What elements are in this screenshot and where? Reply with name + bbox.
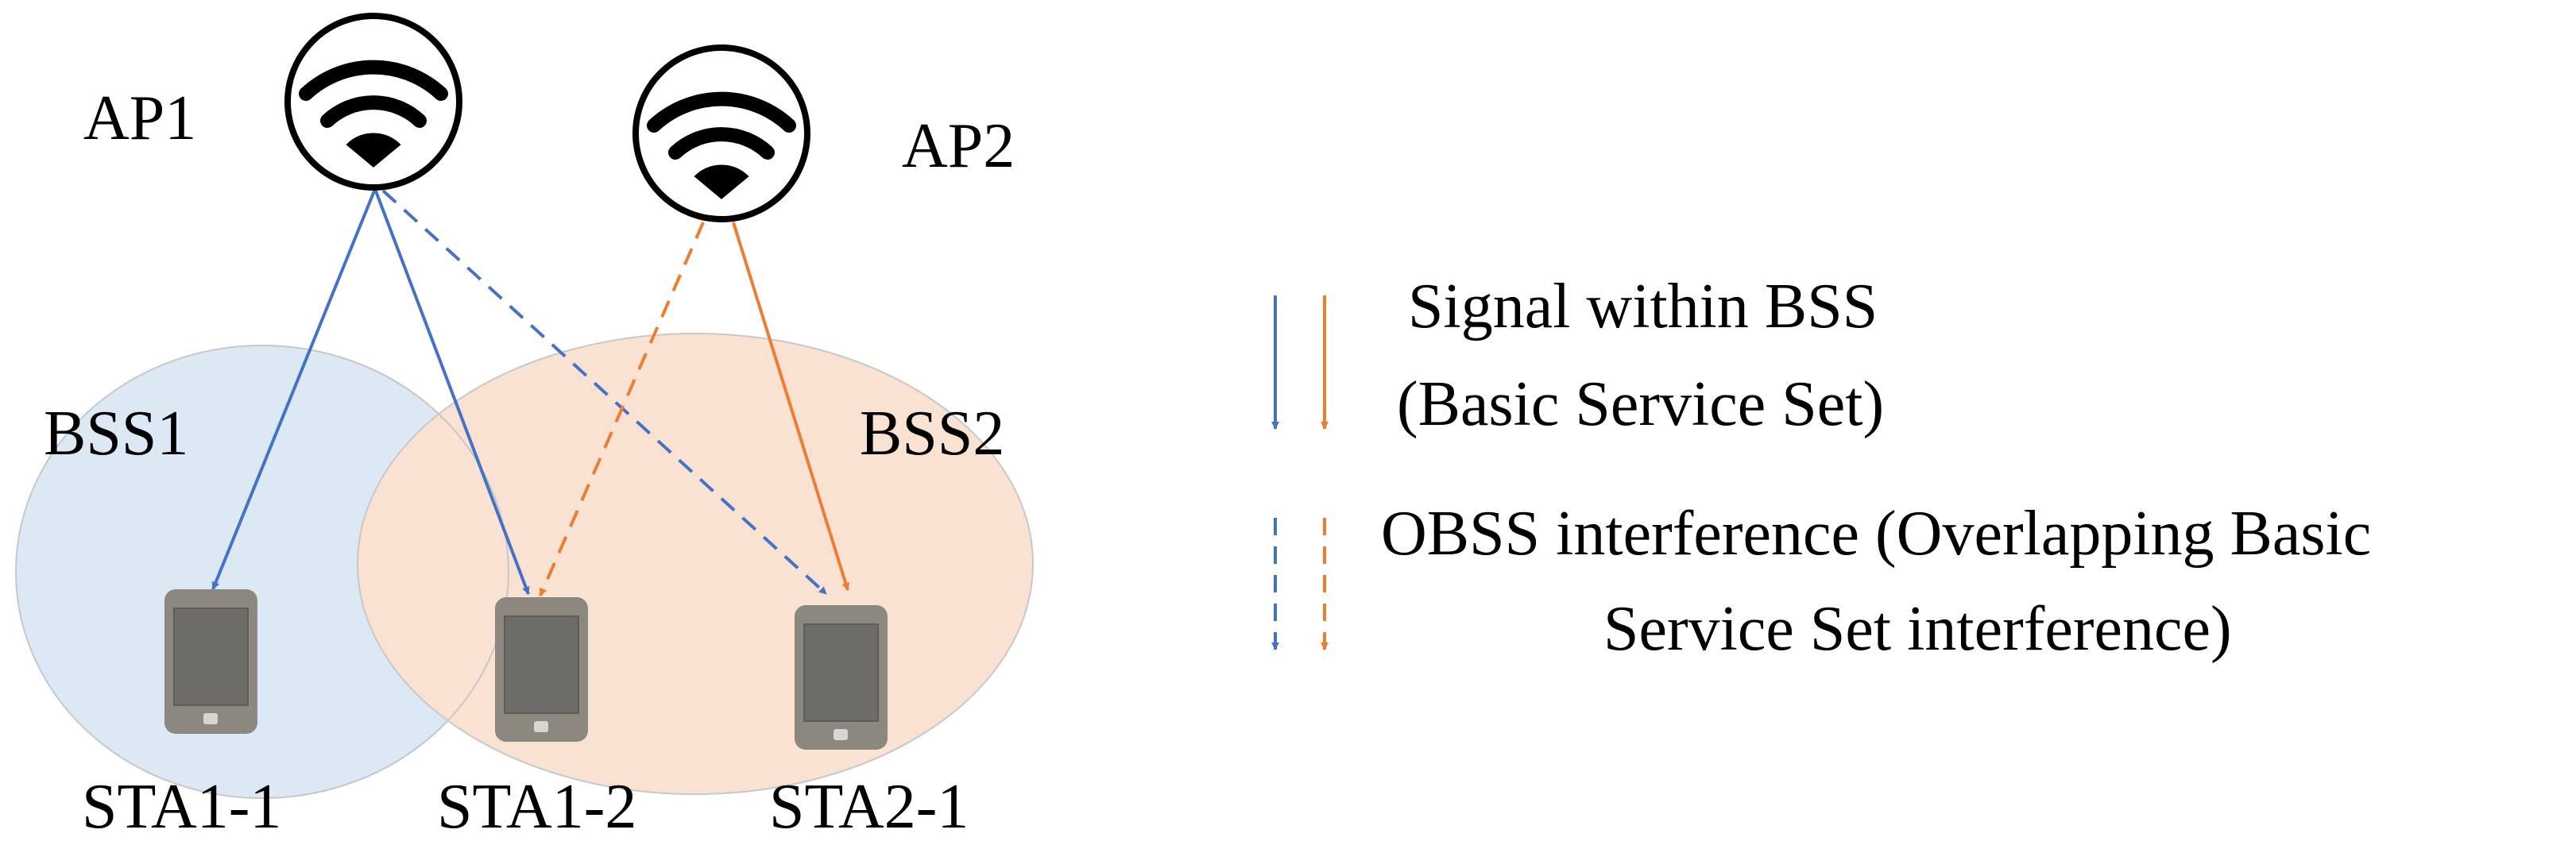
bss1-boundary-overlap [261, 345, 510, 799]
link-ap1-sta1-1 [211, 188, 377, 590]
legend-signal-line1: Signal within BSS [1408, 272, 1878, 341]
sta2-1-device [795, 605, 888, 750]
legend-obss-line1: OBSS interference (Overlapping Basic [1381, 499, 2371, 569]
ap1-node [284, 13, 462, 191]
ap2-label: AP2 [902, 111, 1015, 181]
legend-signal-symbol [1271, 295, 1329, 430]
legend: Signal within BSS (Basic Service Set) OB… [1271, 272, 2371, 664]
links [211, 188, 850, 596]
sta2-1-label: STA2-1 [769, 772, 969, 841]
wifi-icon [647, 91, 796, 199]
link-ap1-sta1-2 [373, 188, 530, 595]
smartphone-icon [795, 605, 888, 750]
legend-obss-line2: Service Set interference) [1603, 594, 2232, 664]
link-ap1-sta2-1 [381, 189, 828, 596]
wifi-icon [299, 60, 448, 168]
sta1-1-device [164, 589, 257, 734]
ap2-node [632, 44, 810, 222]
bss2-label: BSS2 [860, 399, 1004, 469]
legend-obss-symbol [1271, 518, 1329, 650]
legend-signal-line2: (Basic Service Set) [1397, 369, 1884, 439]
smartphone-icon [164, 589, 257, 734]
bss1-label: BSS1 [44, 399, 188, 469]
ap1-label: AP1 [83, 83, 196, 153]
link-ap2-sta1-2 [539, 222, 705, 596]
smartphone-icon [495, 597, 588, 742]
link-ap2-sta2-1 [732, 222, 850, 591]
sta1-2-device [495, 597, 588, 742]
sta1-1-label: STA1-1 [82, 772, 281, 841]
sta1-2-label: STA1-2 [437, 772, 636, 841]
